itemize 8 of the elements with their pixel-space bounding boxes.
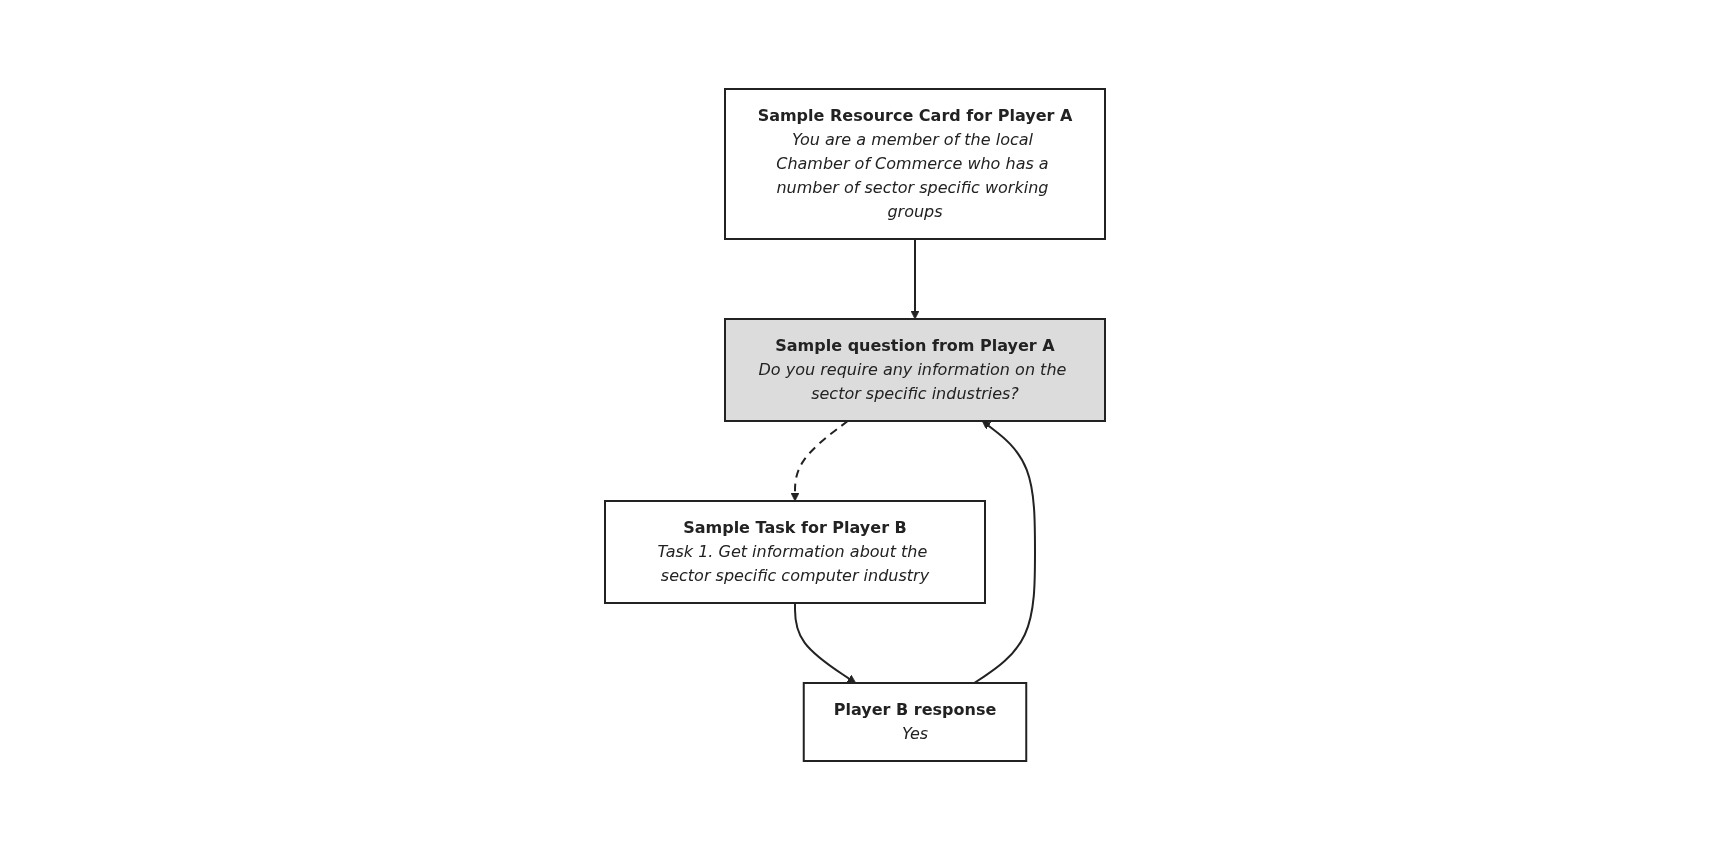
node-box: Sample question from Player A Do you require any information on the sector specific industries? xyxy=(724,318,1106,422)
arrow xyxy=(794,602,857,684)
arrow xyxy=(973,420,1036,684)
arrow xyxy=(910,238,920,320)
node-box: Sample Resource Card for Player A You are a member of the local Chamber of Commerce who has a number of sector specific working groups xyxy=(724,88,1106,240)
node-box: Sample Task for Player B Task 1. Get information about the sector specific computer industry xyxy=(604,500,986,604)
arrow xyxy=(790,420,849,502)
node-box: Player B response Yes xyxy=(802,682,1028,762)
